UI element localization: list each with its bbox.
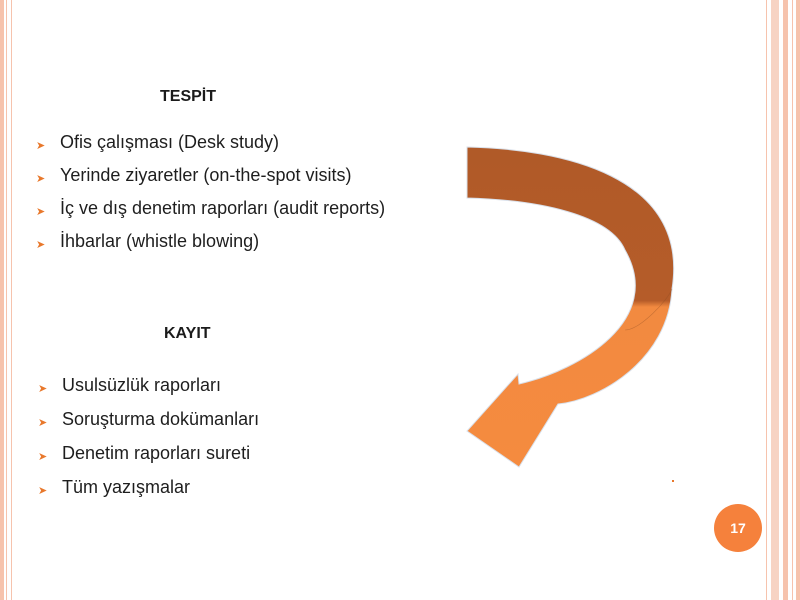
right-border-stripe	[796, 0, 800, 600]
section-heading-tespit: TESPİT	[160, 88, 217, 105]
arrowhead-bullet-icon: ➤	[36, 239, 46, 251]
right-border-line	[766, 0, 767, 600]
right-border-stripe	[771, 0, 779, 600]
arrowhead-bullet-icon: ➤	[36, 140, 46, 152]
arrowhead-bullet-icon: ➤	[38, 417, 48, 429]
left-border-stripe	[0, 0, 4, 600]
right-border-stripe	[783, 0, 788, 600]
page-number-badge: 17	[714, 504, 762, 552]
left-border-line	[11, 0, 12, 600]
arrowhead-bullet-icon: ➤	[38, 383, 48, 395]
left-border-line	[6, 0, 7, 600]
right-border-line	[792, 0, 793, 600]
arrowhead-bullet-icon: ➤	[38, 451, 48, 463]
arrowhead-bullet-icon: ➤	[36, 173, 46, 185]
arrowhead-bullet-icon: ➤	[38, 485, 48, 497]
arrowhead-bullet-icon: ➤	[36, 206, 46, 218]
section-heading-kayit: KAYIT	[164, 325, 211, 342]
